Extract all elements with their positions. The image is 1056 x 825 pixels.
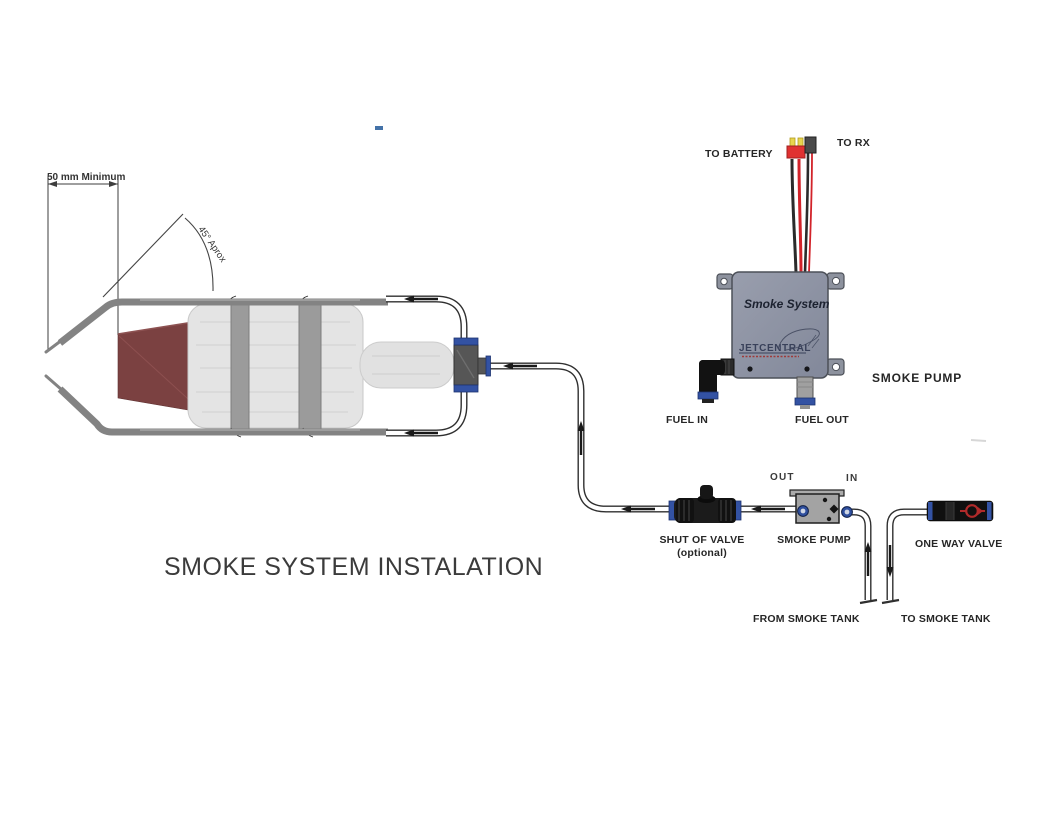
flow-arrow-s-bottom: [621, 505, 655, 513]
jetcentral-logo: JetCentral: [739, 328, 820, 358]
angle-annotation: 45° Aprox: [102, 213, 229, 298]
one-way-valve-label: ONE WAY VALVE: [915, 538, 1002, 550]
angle-label: 45° Aprox: [196, 224, 229, 264]
faint-mark: [970, 439, 987, 442]
angle-line: [102, 213, 184, 298]
fuel-in-fitting: [697, 358, 735, 403]
device-title: Smoke System: [744, 297, 830, 311]
fuel-out-fitting: [794, 376, 816, 409]
shut-off-valve: [668, 485, 742, 523]
one-way-flow-symbol: [960, 504, 985, 518]
flow-arrow-left-top: [404, 295, 438, 303]
injection-tube-bottom: [44, 374, 388, 436]
brand-name: JetCentral: [739, 343, 811, 354]
case-screw-right: [804, 366, 810, 372]
blue-mark: [375, 126, 383, 130]
inline-pump-out-port: [797, 505, 809, 517]
flow-arrow-s-top: [503, 362, 537, 370]
shut-off-valve-label: SHUT OF VALVE: [659, 534, 744, 546]
fuel-in-label: FUEL IN: [666, 414, 708, 426]
tail-pipe: [359, 341, 455, 389]
one-way-valve: [926, 500, 994, 522]
to-rx-label: TO RX: [837, 137, 870, 149]
flow-arrow-left-bottom: [404, 429, 438, 437]
fuel-out-label: FUEL OUT: [795, 414, 849, 426]
to-battery-label: TO BATTERY: [705, 148, 773, 160]
flow-arrow-valve-pump: [751, 505, 785, 513]
rx-wires: [803, 152, 813, 274]
smoke-pump-unit-label: SMOKE PUMP: [872, 371, 962, 385]
in-port-label: IN: [846, 473, 858, 484]
dimension-arrow-right: [109, 181, 118, 187]
smoke-pump-unit: Smoke System JetCentral: [697, 136, 845, 409]
flow-arrow-to-tank: [886, 545, 894, 577]
angle-arc: [184, 217, 214, 292]
dimension-label: 50 mm Minimum: [47, 172, 125, 183]
battery-connector: [786, 137, 806, 159]
from-smoke-tank-label: FROM SMOKE TANK: [753, 613, 860, 625]
shut-off-valve-note: (optional): [677, 547, 727, 559]
to-smoke-tank-label: TO SMOKE TANK: [901, 613, 991, 625]
out-port-label: OUT: [770, 472, 795, 483]
smoke-tee-fitting: [453, 337, 491, 393]
muffler-body: [187, 303, 364, 429]
page-title: SMOKE SYSTEM INSTALATION: [164, 553, 543, 581]
valve-knob: [700, 485, 713, 499]
inline-pump-label: SMOKE PUMP: [777, 534, 851, 546]
flow-arrow-s-vertical: [577, 421, 585, 455]
dimension-annotation: 50 mm Minimum: [47, 172, 125, 351]
inline-pump-in-port: [841, 506, 853, 518]
flow-arrows: [404, 295, 894, 577]
flow-arrow-from-tank: [864, 542, 872, 576]
exhaust-assembly: [44, 295, 455, 438]
injection-tube-top: [44, 298, 388, 354]
case-screw-left: [747, 366, 753, 372]
inline-smoke-pump: [789, 489, 853, 524]
battery-wires: [790, 158, 803, 274]
rx-connector: [804, 136, 817, 154]
pump-enclosure: [731, 271, 829, 379]
dimension-arrow-left: [48, 181, 57, 187]
